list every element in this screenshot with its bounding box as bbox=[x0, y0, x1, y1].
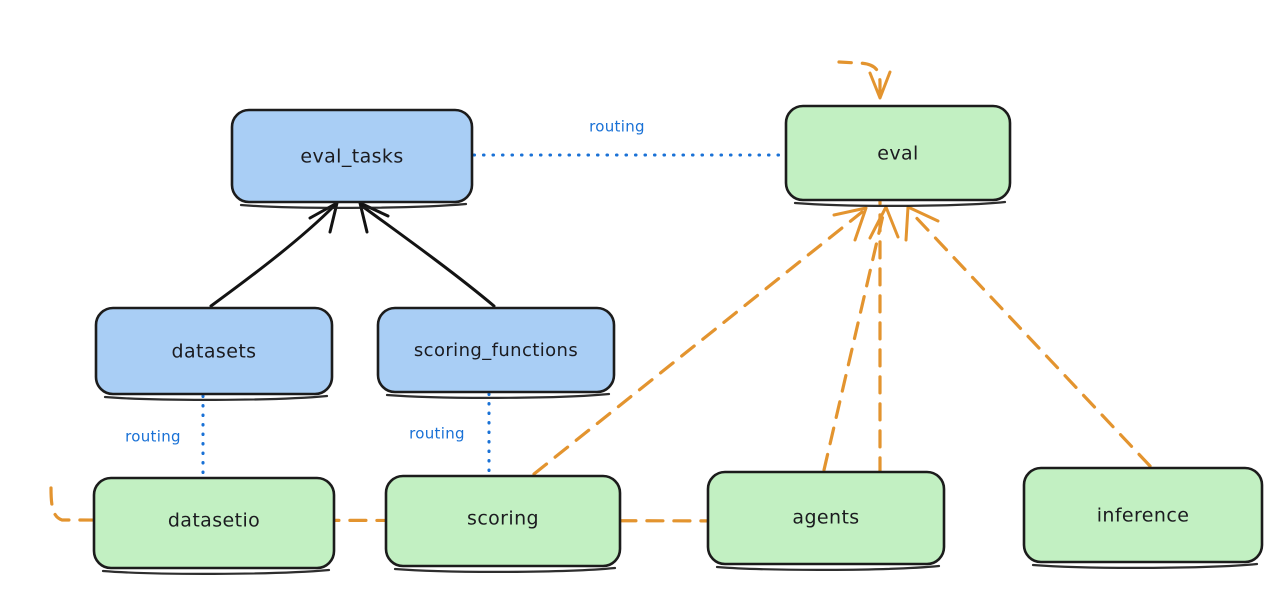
edge-label-routing-scoring: routing bbox=[409, 425, 465, 443]
node-datasets[interactable]: datasets bbox=[94, 306, 334, 401]
node-datasetio-label: datasetio bbox=[168, 510, 260, 532]
edge-agents-to-eval bbox=[822, 205, 900, 472]
edge-scoring_functions-to-eval_tasks bbox=[358, 201, 496, 308]
node-agents[interactable]: agents bbox=[706, 470, 946, 571]
node-datasets-label: datasets bbox=[172, 341, 257, 363]
node-inference-label: inference bbox=[1097, 505, 1190, 527]
node-scoring-label: scoring bbox=[467, 508, 539, 530]
node-layer: eval_tasks eval datasets scoring_functio… bbox=[92, 104, 1264, 575]
edge-label-routing-datasetio: routing bbox=[125, 428, 181, 446]
node-datasetio[interactable]: datasetio bbox=[92, 476, 336, 575]
edge-label-routing-eval: routing bbox=[589, 118, 645, 136]
node-inference[interactable]: inference bbox=[1022, 466, 1264, 569]
edge-scoring-to-eval bbox=[532, 206, 868, 476]
node-eval-label: eval bbox=[877, 143, 918, 165]
edge-inference-to-eval bbox=[904, 205, 1152, 468]
node-eval-tasks[interactable]: eval_tasks bbox=[230, 108, 474, 209]
node-agents-label: agents bbox=[792, 507, 859, 529]
edge-label-layer: routing routing routing bbox=[125, 118, 645, 446]
node-scoring-functions-label: scoring_functions bbox=[414, 340, 578, 361]
node-eval-tasks-label: eval_tasks bbox=[300, 146, 403, 168]
edge-datasets-to-eval_tasks bbox=[209, 201, 339, 308]
node-eval[interactable]: eval bbox=[784, 104, 1012, 207]
node-scoring-functions[interactable]: scoring_functions bbox=[376, 306, 616, 399]
node-scoring[interactable]: scoring bbox=[384, 474, 622, 573]
